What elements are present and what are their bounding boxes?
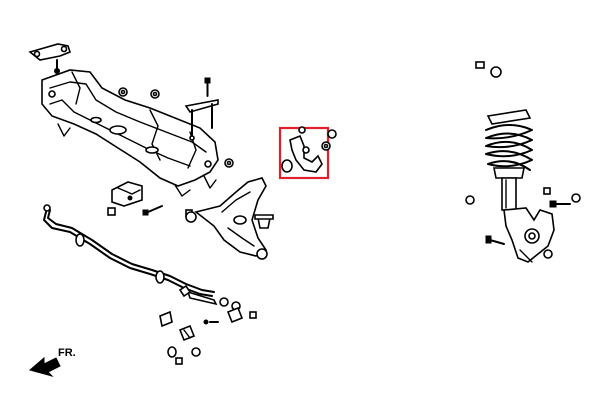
knuckle-nut	[543, 187, 551, 195]
highlighted-bracket-group	[278, 126, 330, 180]
bolt	[203, 319, 219, 325]
subframe-washer	[150, 89, 160, 99]
upper-bracket-plate	[28, 43, 71, 61]
knuckle-bolt	[549, 200, 571, 208]
washer	[191, 347, 201, 357]
mount-bracket	[184, 99, 219, 141]
nut	[107, 207, 116, 216]
front-direction-label: FR.	[58, 347, 76, 359]
bracket-washer	[298, 126, 306, 134]
subframe-crossmember	[41, 69, 219, 197]
stabilizer-clamp	[226, 306, 257, 324]
nut	[175, 357, 183, 365]
lower-control-arm	[194, 177, 268, 257]
clamp	[178, 324, 196, 342]
front-direction-arrow: FR.	[28, 347, 76, 377]
stabilizer-bushing	[155, 270, 165, 284]
stabilizer-end-link	[178, 284, 192, 298]
knuckle-washer	[571, 193, 581, 203]
knuckle-bolt	[485, 235, 505, 245]
control-arm-bushing	[256, 248, 268, 260]
bracket-washer	[321, 141, 331, 151]
subframe-washer	[118, 87, 128, 97]
coil-spring-strut	[485, 109, 533, 211]
ball-joint	[254, 214, 274, 229]
strut-mount-nut	[475, 61, 485, 69]
stabilizer-bushing	[75, 233, 85, 247]
bracket-washer	[327, 129, 337, 139]
bracket-bushing	[281, 159, 293, 173]
bushing	[167, 346, 177, 358]
mount-bolt	[204, 77, 211, 97]
steering-knuckle	[503, 207, 555, 263]
bushing	[159, 310, 173, 328]
engine-mount-block	[111, 181, 143, 207]
knuckle-washer	[465, 195, 475, 205]
strut-mount-washer	[490, 66, 502, 78]
bolt	[142, 205, 163, 216]
bracket-bolt	[54, 59, 60, 74]
compliance-bracket	[289, 134, 323, 173]
stabilizer-link	[186, 290, 241, 311]
subframe-washer	[224, 158, 234, 168]
control-arm-bushing	[185, 211, 197, 223]
knuckle-nut	[543, 249, 553, 259]
